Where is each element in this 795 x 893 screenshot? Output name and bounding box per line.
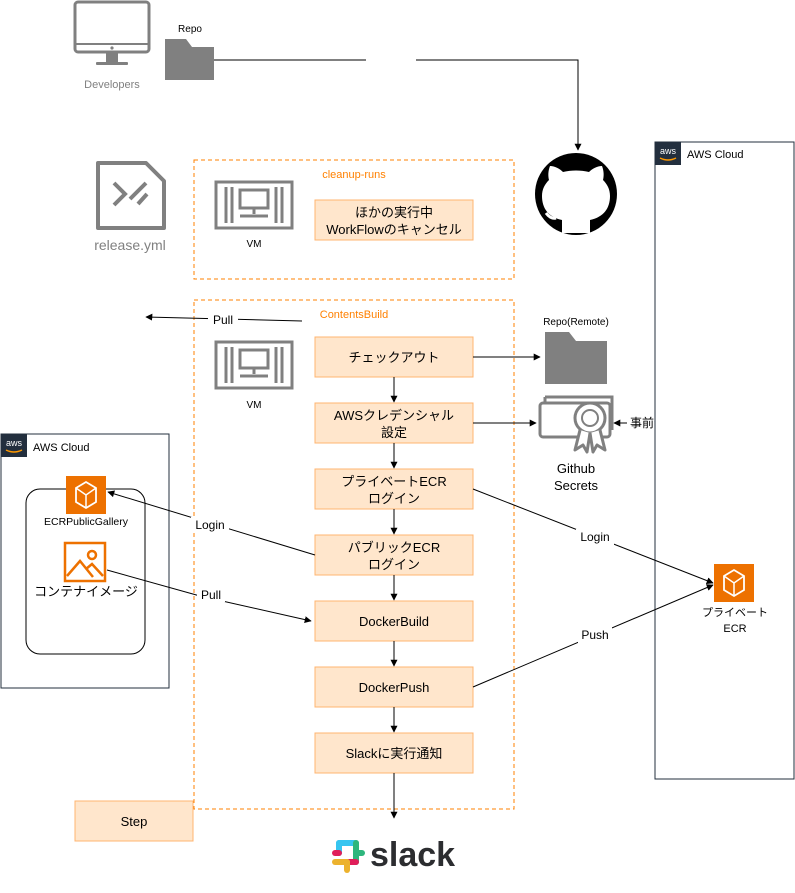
step-private-ecr-login: プライベートECR ログイン <box>314 468 474 510</box>
login-private-label: Login <box>580 530 609 544</box>
repo-remote-label: Repo(Remote) <box>543 317 609 328</box>
repo-label: Repo <box>178 24 202 35</box>
svg-text:DockerBuild: DockerBuild <box>359 614 429 629</box>
pull-image-label: Pull <box>201 588 221 602</box>
svg-text:aws: aws <box>660 146 677 156</box>
secrets-label-line2: Secrets <box>554 478 599 493</box>
legend-step-label: Step <box>121 814 148 829</box>
repo-folder-icon <box>165 39 214 80</box>
svg-text:ログイン: ログイン <box>368 557 420 572</box>
repo-remote-folder-icon <box>545 332 607 384</box>
aws-logo-icon: aws <box>1 434 27 457</box>
image-icon <box>63 541 107 583</box>
container-image-label: コンテナイメージ <box>34 584 138 599</box>
vm-icon <box>214 180 294 230</box>
step-public-ecr-login: パブリックECR ログイン <box>314 534 474 576</box>
legend-step <box>74 800 194 842</box>
developers-label: Developers <box>84 79 140 91</box>
cleanup-vm-label: VM <box>247 239 262 250</box>
cleanup-step-line2: WorkFlowのキャンセル <box>326 222 462 237</box>
slack-icon <box>332 840 365 873</box>
github-icon <box>535 153 617 235</box>
aws-cloud-right <box>654 141 795 780</box>
slack-wordmark: slack <box>370 836 455 874</box>
ecr-icon <box>714 564 754 602</box>
secrets-label-line1: Github <box>557 461 595 476</box>
svg-text:aws: aws <box>6 438 23 448</box>
aws-logo-icon: aws <box>655 142 681 165</box>
cleanup-runs-title: cleanup-runs <box>322 169 386 181</box>
private-ecr-label-line2: ECR <box>723 623 746 635</box>
step-docker-push: DockerPush <box>314 666 474 708</box>
step-docker-build: DockerBuild <box>314 600 474 642</box>
step-slack-notify: Slackに実行通知 <box>314 732 474 774</box>
contentsbuild-title: ContentsBuild <box>320 309 389 321</box>
svg-text:DockerPush: DockerPush <box>359 680 430 695</box>
pull-left-label: Pull <box>213 313 233 327</box>
svg-text:AWSクレデンシャル: AWSクレデンシャル <box>334 408 454 423</box>
ecr-public-gallery-icon <box>66 476 106 514</box>
cleanup-step <box>314 199 474 241</box>
aws-left-label: AWS Cloud <box>33 442 89 454</box>
push-label: Push <box>581 628 608 642</box>
svg-text:ログイン: ログイン <box>368 491 420 506</box>
developers-icon <box>73 0 151 65</box>
svg-text:設定: 設定 <box>381 425 407 440</box>
svg-text:プライベートECR: プライベートECR <box>341 474 446 489</box>
cleanup-runs-job <box>193 159 515 280</box>
svg-text:パブリックECR: パブリックECR <box>348 540 440 555</box>
aws-right-label: AWS Cloud <box>687 149 743 161</box>
private-ecr-label-line1: プライベート <box>702 606 768 619</box>
certificate-icon <box>538 395 614 454</box>
code-file-icon <box>96 161 166 230</box>
contents-vm-label: VM <box>247 400 262 411</box>
cleanup-step-line1: ほかの実行中 <box>355 205 433 220</box>
svg-text:Slackに実行通知: Slackに実行通知 <box>346 746 443 761</box>
svg-text:チェックアウト: チェックアウト <box>348 350 439 365</box>
step-aws-credentials: AWSクレデンシャル 設定 <box>314 402 474 444</box>
step-checkout: チェックアウト <box>314 336 474 378</box>
release-file-label: release.yml <box>94 237 166 253</box>
vm-icon <box>214 340 294 390</box>
login-public-label: Login <box>195 518 224 532</box>
contentsbuild-job <box>193 299 515 810</box>
gallery-label: ECRPublicGallery <box>44 516 129 528</box>
